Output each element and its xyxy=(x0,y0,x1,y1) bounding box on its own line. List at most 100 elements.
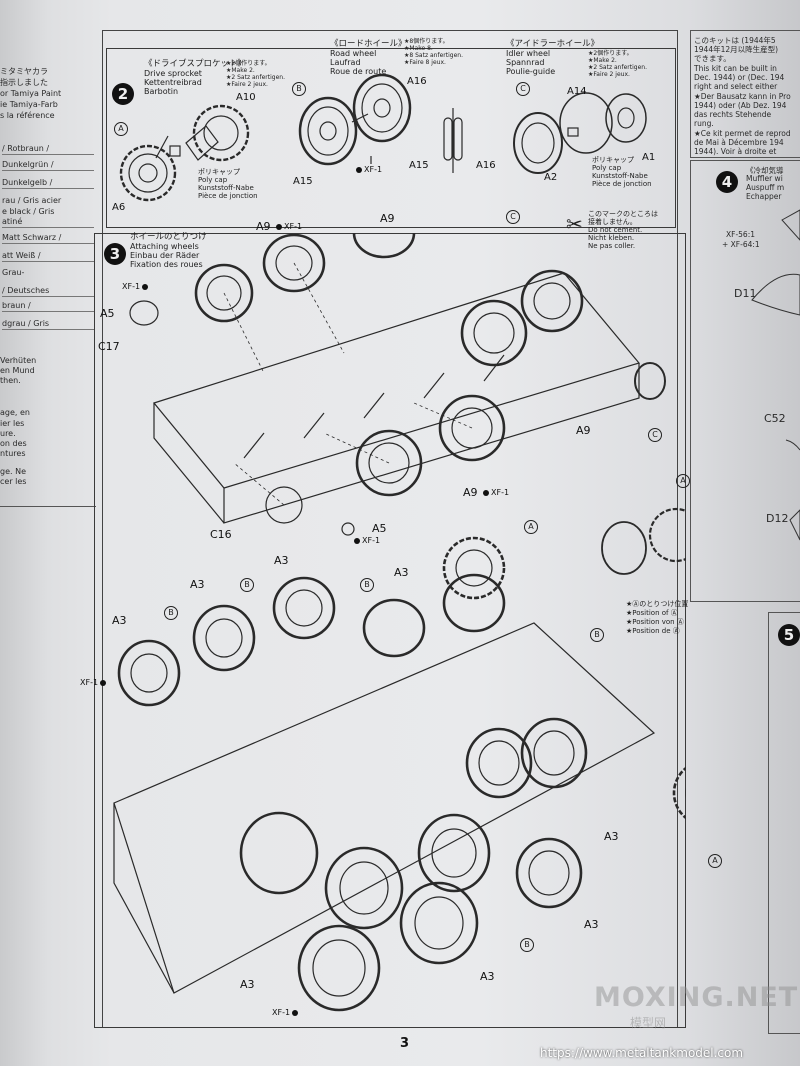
part-label: D12 xyxy=(766,512,789,525)
position-fr: ★Position de Ⓐ xyxy=(626,627,680,635)
road-wheel-de: Laufrad xyxy=(330,58,361,67)
left-header-line: or Tamiya Paint xyxy=(0,89,62,98)
right-text-line: このキットは (1944年5 xyxy=(694,36,776,45)
road-wheel-make: ★8個作ります。 ★Make 8. ★8 Satz anfertigen. ★F… xyxy=(404,38,463,66)
paint-row: rau / Gris acier xyxy=(2,196,62,205)
part-label: A6 xyxy=(112,202,126,213)
paint-callout-xf1: XF-1 xyxy=(80,678,107,687)
part-label: A10 xyxy=(236,92,256,103)
road-wheel-jp: 《ロードホイール》 xyxy=(330,39,407,49)
make-fr: ★Faire 2 jeux. xyxy=(588,71,630,78)
paint-code: XF-1 xyxy=(272,1008,291,1017)
part-label: A3 xyxy=(584,918,599,931)
paint-dot-icon xyxy=(292,1009,299,1016)
paint-mix-line: + XF-64:1 xyxy=(722,240,760,249)
no-cement-jp1: このマークのところは xyxy=(588,210,658,218)
step3-title-fr: Fixation des roues xyxy=(130,260,203,269)
drive-sprocket-en: Drive sprocket xyxy=(144,69,202,78)
part-label: C17 xyxy=(98,340,120,353)
right-text-line: 1944) oder (Ab Dez. 194 xyxy=(694,101,787,110)
part-label: A9 xyxy=(256,220,271,233)
part-label: A3 xyxy=(480,970,495,983)
paint-row: e black / Gris xyxy=(2,207,55,216)
paint-code: XF-1 xyxy=(284,222,303,231)
left-note-line: cer les xyxy=(0,477,27,486)
paint-code: XF-1 xyxy=(122,282,141,291)
no-cement-en: Do not cement. xyxy=(588,226,643,234)
step5-box xyxy=(768,612,800,1034)
circle-label-b: B xyxy=(240,578,254,592)
circle-label-b: B xyxy=(360,578,374,592)
road-wheel-en: Road wheel xyxy=(330,49,377,58)
version-note-box xyxy=(690,30,800,158)
no-cement-note: このマークのところは 接着しません。 Do not cement. Nicht … xyxy=(588,210,658,250)
step4-title-line: Muffler wi xyxy=(746,174,783,183)
right-page-fragment: このキットは (1944年5 1944年12月以降生産型) できます。 This… xyxy=(682,0,800,1066)
polycap-fr: Pièce de jonction xyxy=(592,180,652,188)
left-header-line: 指示しました xyxy=(0,78,48,87)
paint-row: dgrau / Gris xyxy=(2,319,94,330)
idler-wheel-en: Idler wheel xyxy=(506,49,551,58)
right-text-line: できます。 xyxy=(694,54,731,63)
drive-sprocket-make: ★2個作ります。 ★Make 2. ★2 Satz anfertigen. ★F… xyxy=(226,60,285,88)
make-jp: ★2個作ります。 xyxy=(226,60,271,67)
paint-callout-xf1: XF-1 xyxy=(356,165,382,174)
no-cement-icon: ✂ xyxy=(566,212,583,236)
idler-wheel-fr: Poulie-guide xyxy=(506,67,556,76)
make-en: ★Make 2. xyxy=(588,57,617,64)
right-text-line: das rechts Stehende xyxy=(694,110,772,119)
part-label: A9 xyxy=(380,212,395,225)
no-cement-jp2: 接着しません。 xyxy=(588,218,637,226)
right-text-line: right and select either xyxy=(694,82,778,91)
paint-row: Matt Schwarz / xyxy=(2,233,94,244)
polycap-de: Kunststoff-Nabe xyxy=(198,184,254,192)
left-page-paint-list: ミタミヤカラ 指示しました or Tamiya Paint ie Tamiya-… xyxy=(0,30,98,1066)
paint-row: Dunkelgelb / xyxy=(2,178,94,189)
no-cement-fr: Ne pas coller. xyxy=(588,242,636,250)
part-label: A15 xyxy=(409,160,429,171)
part-label: A3 xyxy=(274,554,289,567)
part-label: A3 xyxy=(190,578,205,591)
step4-title-line: Echapper xyxy=(746,192,782,201)
circle-label-c: C xyxy=(506,210,520,224)
polycap-note-right: ポリキャップ Poly cap Kunststoff-Nabe Pièce de… xyxy=(592,156,652,188)
right-text-line: 1944年12月以降生産型) xyxy=(694,45,779,54)
position-en: ★Position of Ⓐ xyxy=(626,609,678,617)
circle-label-b: B xyxy=(164,606,178,620)
part-label: C16 xyxy=(210,528,232,541)
position-jp: ★Ⓐのとりつけ位置 xyxy=(626,600,689,608)
paint-code: XF-1 xyxy=(362,536,381,545)
drive-sprocket-fr: Barbotin xyxy=(144,87,179,96)
paint-code: XF-1 xyxy=(364,165,383,174)
paint-mix-line: XF-56:1 xyxy=(726,230,756,239)
page-number: 3 xyxy=(400,1036,410,1051)
step4-drawing xyxy=(751,209,800,541)
make-en: ★Make 2. xyxy=(226,67,255,74)
watermark-subtext: 模型网 xyxy=(630,1016,667,1030)
part-label: A9 xyxy=(576,424,591,437)
polycap-fr: Pièce de jonction xyxy=(198,192,258,200)
circle-label-c: C xyxy=(516,82,530,96)
step4-box xyxy=(690,160,800,602)
circle-label-a: A xyxy=(114,122,128,136)
right-text-line: de Mai à Décembre 194 xyxy=(694,138,784,147)
circle-label-c: C xyxy=(648,428,662,442)
make-jp: ★2個作ります。 xyxy=(588,50,633,57)
part-label: C52 xyxy=(764,412,786,425)
circle-label-b: B xyxy=(520,938,534,952)
paint-callout-xf1: XF-1 xyxy=(276,222,302,231)
watermark: MOXING.NET xyxy=(594,982,799,1013)
idler-wheel-make: ★2個作ります。 ★Make 2. ★2 Satz anfertigen. ★F… xyxy=(588,50,647,78)
part-label: A3 xyxy=(112,614,127,627)
part-label: A3 xyxy=(240,978,255,991)
idler-wheel-de: Spannrad xyxy=(506,58,545,67)
polycap-jp: ポリキャップ xyxy=(198,168,240,176)
right-text-line: ★Der Bausatz kann in Pro xyxy=(694,92,791,101)
part-label: A1 xyxy=(642,152,656,163)
paint-row: Grau- xyxy=(2,268,25,277)
left-note-line: ntures xyxy=(0,449,26,458)
polycap-note-left: ポリキャップ Poly cap Kunststoff-Nabe Pièce de… xyxy=(198,168,258,200)
circle-label-a: A xyxy=(676,474,690,488)
paint-row: / Deutsches xyxy=(2,286,94,297)
polycap-en: Poly cap xyxy=(592,164,622,172)
